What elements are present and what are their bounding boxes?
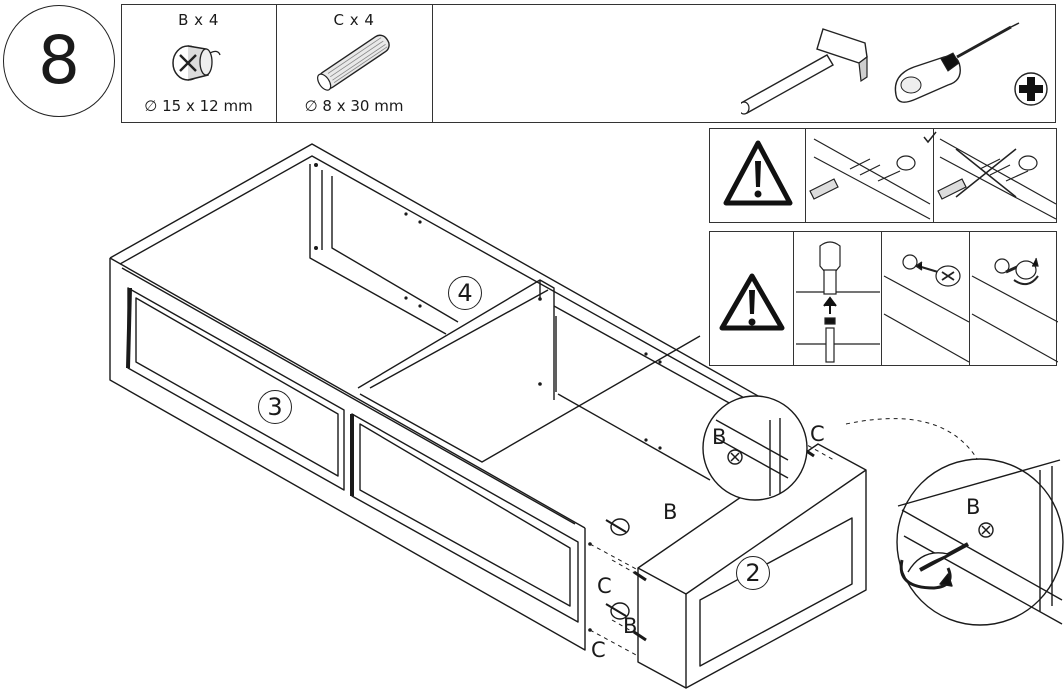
warning-triangle-icon	[719, 273, 785, 331]
part-letter-b: B	[966, 495, 981, 519]
parts-bar: B x 4 ∅ 15 x 12 mm C x 4	[121, 4, 1056, 123]
tools-area	[741, 19, 1051, 115]
dowel-insert-correct	[809, 131, 937, 220]
part-c-cell: C x 4 ∅ 8 x 30 mm	[276, 5, 433, 122]
part-c-size: ∅ 8 x 30 mm	[304, 97, 404, 115]
warning-box-dowels	[709, 128, 1057, 223]
warning-triangle-icon	[723, 140, 793, 206]
cam-lock-icon	[166, 37, 226, 87]
cam-lock-turn	[971, 257, 1058, 363]
part-b-quantity: B x 4	[178, 11, 219, 29]
panel-label-3: 3	[258, 390, 292, 424]
part-c-quantity: C x 4	[333, 11, 375, 29]
dowel-insert-check	[937, 138, 1057, 220]
cam-lock-insert	[883, 254, 970, 363]
panel-label-2: 2	[736, 556, 770, 590]
part-b-cell: B x 4 ∅ 15 x 12 mm	[121, 5, 277, 122]
part-letter-c: C	[597, 574, 612, 598]
part-letter-b: B	[712, 425, 727, 449]
step-number: 8	[3, 5, 115, 117]
wooden-dowel-icon	[304, 31, 404, 93]
panel-label-4: 4	[448, 276, 482, 310]
part-letter-c: C	[810, 422, 825, 446]
warning-box-cam-lock	[709, 231, 1058, 366]
part-letter-b: B	[663, 500, 678, 524]
phillips-head-badge-icon	[1014, 72, 1048, 106]
part-b-size: ∅ 15 x 12 mm	[144, 97, 253, 115]
part-letter-b: B	[623, 614, 638, 638]
hammer-icon	[741, 28, 868, 115]
cam-bolt-insert	[796, 241, 880, 363]
phillips-screwdriver-icon	[894, 22, 1020, 103]
part-letter-c: C	[591, 638, 606, 662]
